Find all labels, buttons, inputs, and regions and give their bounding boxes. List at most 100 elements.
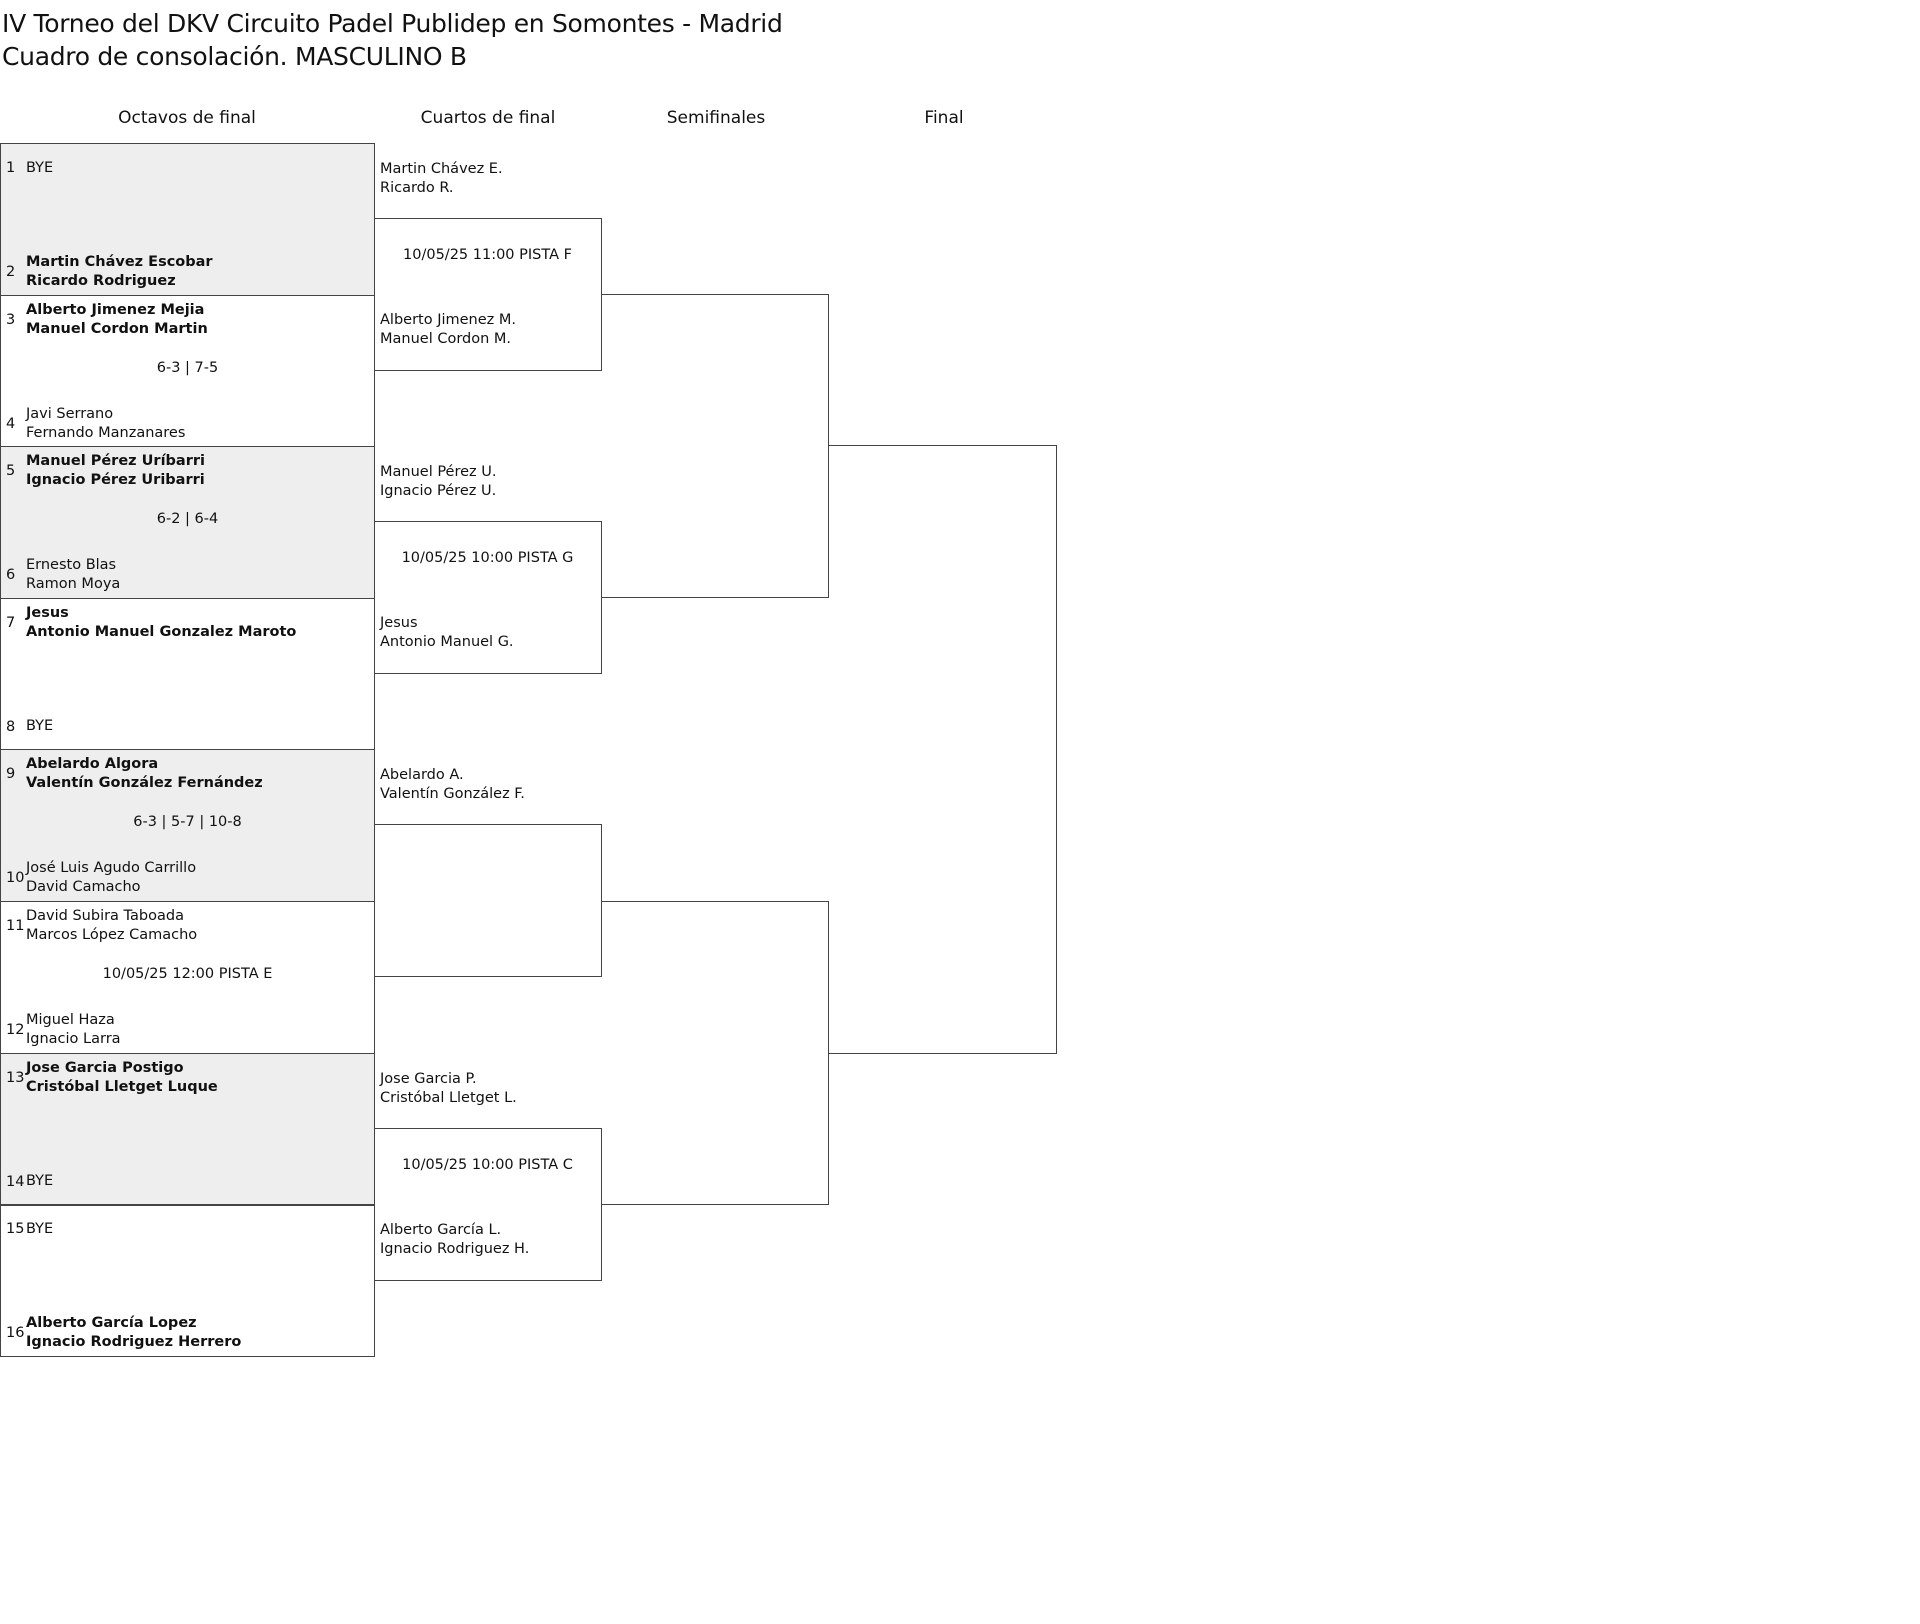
- match-result: 6-3 | 7-5: [156, 359, 219, 376]
- seed-number: 14: [6, 1173, 25, 1190]
- cuartos-bottom-team[interactable]: Alberto Jimenez M. Manuel Cordon M.: [380, 311, 516, 349]
- final-bracket: [829, 445, 1057, 1054]
- player-name: Marcos López Camacho: [26, 927, 198, 943]
- seed-number: 11: [6, 918, 25, 934]
- team-entry[interactable]: 1 BYE: [1, 148, 374, 188]
- player-name: Javi Serrano: [26, 405, 114, 422]
- player-name: BYE: [26, 1220, 54, 1237]
- player-name: Manuel Cordon M.: [380, 331, 512, 347]
- cuartos-top-team[interactable]: Martin Chávez E.Ricardo R.: [380, 160, 503, 198]
- team-entry[interactable]: 8 BYE: [1, 707, 374, 747]
- player-name: David Subira Taboada: [26, 908, 184, 924]
- team-names: BYE: [26, 1172, 53, 1191]
- cuartos-top-team[interactable]: Jose Garcia P.Cristóbal Lletget L.: [380, 1070, 517, 1108]
- player-name: Jesus: [380, 615, 418, 632]
- player-name: Fernando Manzanares: [26, 424, 186, 441]
- player-name: Martin Chávez Escobar: [26, 254, 213, 270]
- semifinal-bracket-2: [602, 901, 829, 1205]
- player-name: David Camacho: [26, 879, 141, 896]
- tournament-title: IV Torneo del DKV Circuito Padel Publide…: [2, 9, 783, 38]
- match-schedule: 10/05/25 11:00 PISTA F: [403, 247, 572, 263]
- cuartos-match: [374, 824, 602, 978]
- match-schedule: 10/05/25 10:00 PISTA C: [402, 1156, 573, 1173]
- player-name: Ricardo Rodriguez: [26, 273, 176, 289]
- player-name: Cristóbal Lletget L.: [380, 1089, 517, 1106]
- player-name: José Luis Agudo Carrillo: [26, 860, 197, 877]
- seed-number: 7: [6, 614, 16, 631]
- seed-number: 12: [6, 1022, 25, 1038]
- seed-number: 6: [6, 567, 16, 584]
- player-name: Valentín González Fernández: [26, 775, 263, 792]
- cuartos-match: 10/05/25 10:00 PISTA C Alberto García L.I…: [374, 1127, 602, 1281]
- player-name: Ricardo R.: [380, 180, 454, 196]
- player-name: Manuel Cordon Martin: [26, 320, 208, 337]
- seed-number: 16: [6, 1325, 25, 1342]
- seed-number: 8: [6, 718, 16, 735]
- round-header-octavos: Octavos de final: [118, 108, 256, 128]
- player-name: Jose Garcia Postigo: [26, 1059, 184, 1076]
- cuartos-top-team[interactable]: Abelardo A. Valentín González F.: [380, 766, 525, 804]
- player-name: Ignacio Rodriguez Herrero: [26, 1334, 242, 1351]
- seed-number: 4: [6, 415, 16, 432]
- seed-number: 1: [6, 160, 16, 176]
- player-name: Valentín González F.: [380, 786, 525, 803]
- player-name: Antonio Manuel Gonzalez Maroto: [26, 623, 297, 640]
- player-name: Alberto García Lopez: [26, 1315, 197, 1332]
- cuartos-top-team[interactable]: Manuel Pérez U.Ignacio Pérez U.: [380, 463, 497, 501]
- seed-number: 5: [6, 463, 16, 480]
- cuartos-bottom-team[interactable]: Alberto García L.Ignacio Rodriguez H.: [380, 1221, 529, 1259]
- player-name: Jesus: [26, 604, 69, 621]
- player-name: Alberto García L.: [380, 1221, 502, 1238]
- player-name: Alberto Jimenez M.: [380, 312, 517, 328]
- player-name: Ramon Moya: [26, 576, 121, 593]
- match-schedule: 10/05/25 10:00 PISTA G: [401, 550, 574, 567]
- team-names: BYE: [26, 717, 53, 736]
- match-result: 10/05/25 12:00 PISTA E: [102, 966, 273, 982]
- player-name: Manuel Pérez Uríbarri: [26, 453, 205, 470]
- player-name: Abelardo Algora: [26, 756, 159, 773]
- player-name: Cristóbal Lletget Luque: [26, 1078, 218, 1095]
- round-header-cuartos: Cuartos de final: [420, 108, 556, 128]
- semifinal-bracket-1: [602, 294, 829, 598]
- round-header-final: Final: [924, 108, 964, 128]
- player-name: Abelardo A.: [380, 767, 464, 784]
- player-name: BYE: [26, 159, 54, 176]
- draw-subtitle: Cuadro de consolación. MASCULINO B: [2, 42, 467, 71]
- player-name: Ignacio Pérez Uribarri: [26, 472, 205, 489]
- team-names: BYE: [26, 1220, 53, 1239]
- seed-number: 15: [6, 1221, 25, 1238]
- player-name: Ernesto Blas: [26, 557, 117, 574]
- match-result: 6-2 | 6-4: [156, 511, 219, 528]
